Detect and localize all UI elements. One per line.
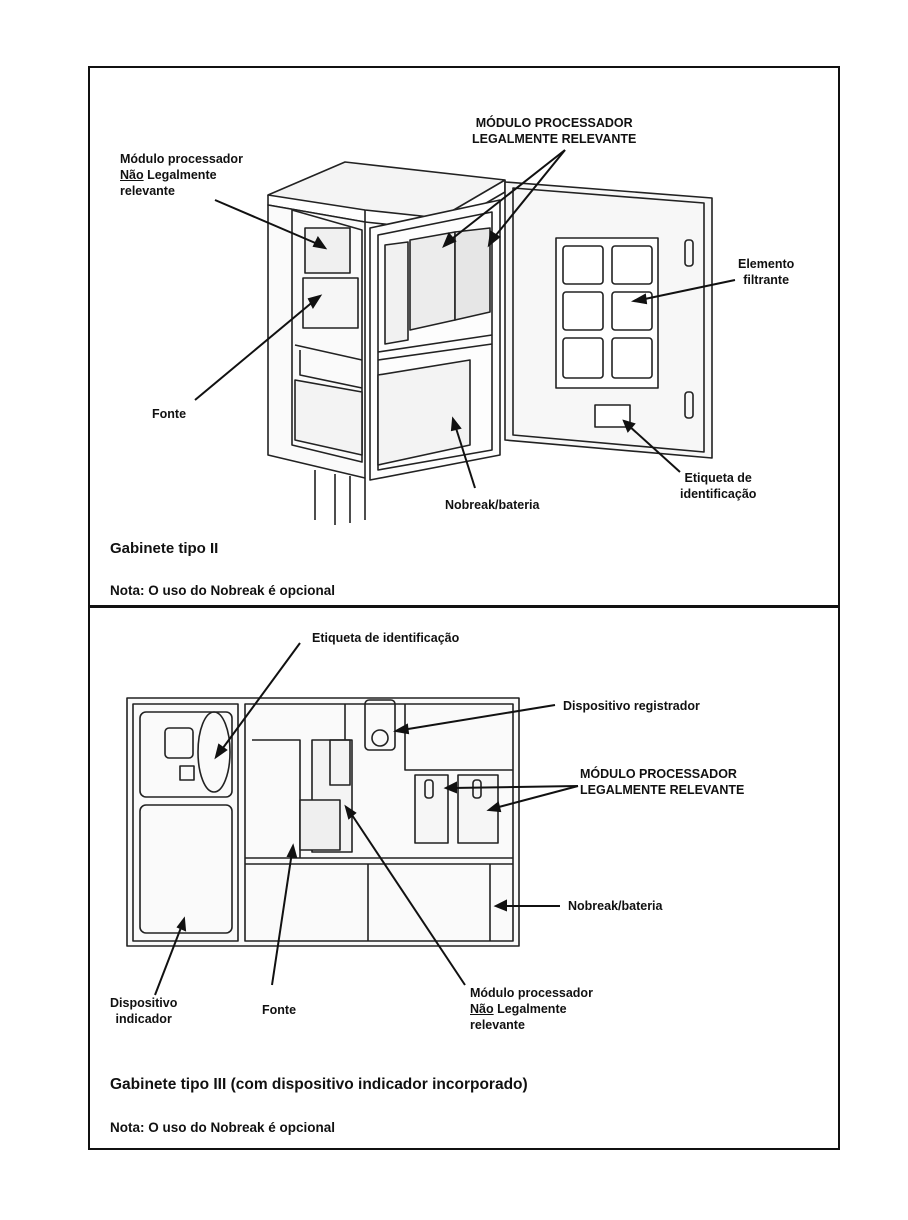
note-top: Nota: O uso do Nobreak é opcional (110, 583, 336, 598)
label-line: relevante (120, 184, 175, 198)
label-line: MÓDULO PROCESSADOR (475, 116, 633, 130)
label-recorder-device: Dispositivo registrador (563, 699, 700, 713)
label-line: Elemento (738, 257, 795, 271)
label-line: Dispositivo (110, 996, 178, 1010)
label-processor-relevant-top: MÓDULO PROCESSADOR LEGALMENTE RELEVANTE (472, 115, 636, 147)
label-indicator-device: Dispositivo indicador (110, 995, 177, 1027)
label-underlined-word: Não (470, 1002, 494, 1016)
label-filter-element: Elemento filtrante (738, 256, 794, 288)
label-line: Módulo processador (470, 986, 593, 1000)
note-bottom: Nota: O uso do Nobreak é opcional (110, 1120, 336, 1135)
label-line: filtrante (743, 273, 790, 287)
label-line: Módulo processador (120, 152, 243, 166)
label-ups-battery-bottom: Nobreak/bateria (568, 899, 663, 913)
label-processor-relevant-bottom: MÓDULO PROCESSADOR LEGALMENTE RELEVANTE (580, 766, 744, 798)
label-line: Não Legalmente (120, 167, 243, 183)
caption-cabinet-type-3: Gabinete tipo III (com dispositivo indic… (110, 1076, 528, 1093)
label-line: MÓDULO PROCESSADOR (580, 767, 737, 781)
label-processor-not-relevant-bottom: Módulo processador Não Legalmente releva… (470, 985, 593, 1033)
label-power-supply-bottom: Fonte (262, 1003, 297, 1017)
label-line: relevante (470, 1018, 525, 1032)
label-power-supply-top: Fonte (152, 407, 187, 421)
label-id-tag-bottom: Etiqueta de identificação (312, 631, 460, 645)
label-line: Não Legalmente (470, 1001, 593, 1017)
label-line: indicador (115, 1012, 172, 1026)
label-rest: Legalmente (493, 1002, 567, 1016)
label-processor-not-relevant-top: Módulo processador Não Legalmente releva… (120, 151, 243, 199)
panel-divider (88, 605, 839, 608)
label-underlined-word: Não (120, 168, 144, 182)
label-line: identificação (680, 487, 757, 501)
label-line: Etiqueta de (684, 471, 752, 485)
label-line: LEGALMENTE RELEVANTE (580, 783, 745, 797)
label-rest: Legalmente (143, 168, 217, 182)
label-line: LEGALMENTE RELEVANTE (472, 132, 637, 146)
caption-cabinet-type-2: Gabinete tipo II (110, 540, 219, 557)
label-id-tag-top: Etiqueta de identificação (680, 470, 756, 502)
label-ups-battery-top: Nobreak/bateria (445, 498, 540, 512)
